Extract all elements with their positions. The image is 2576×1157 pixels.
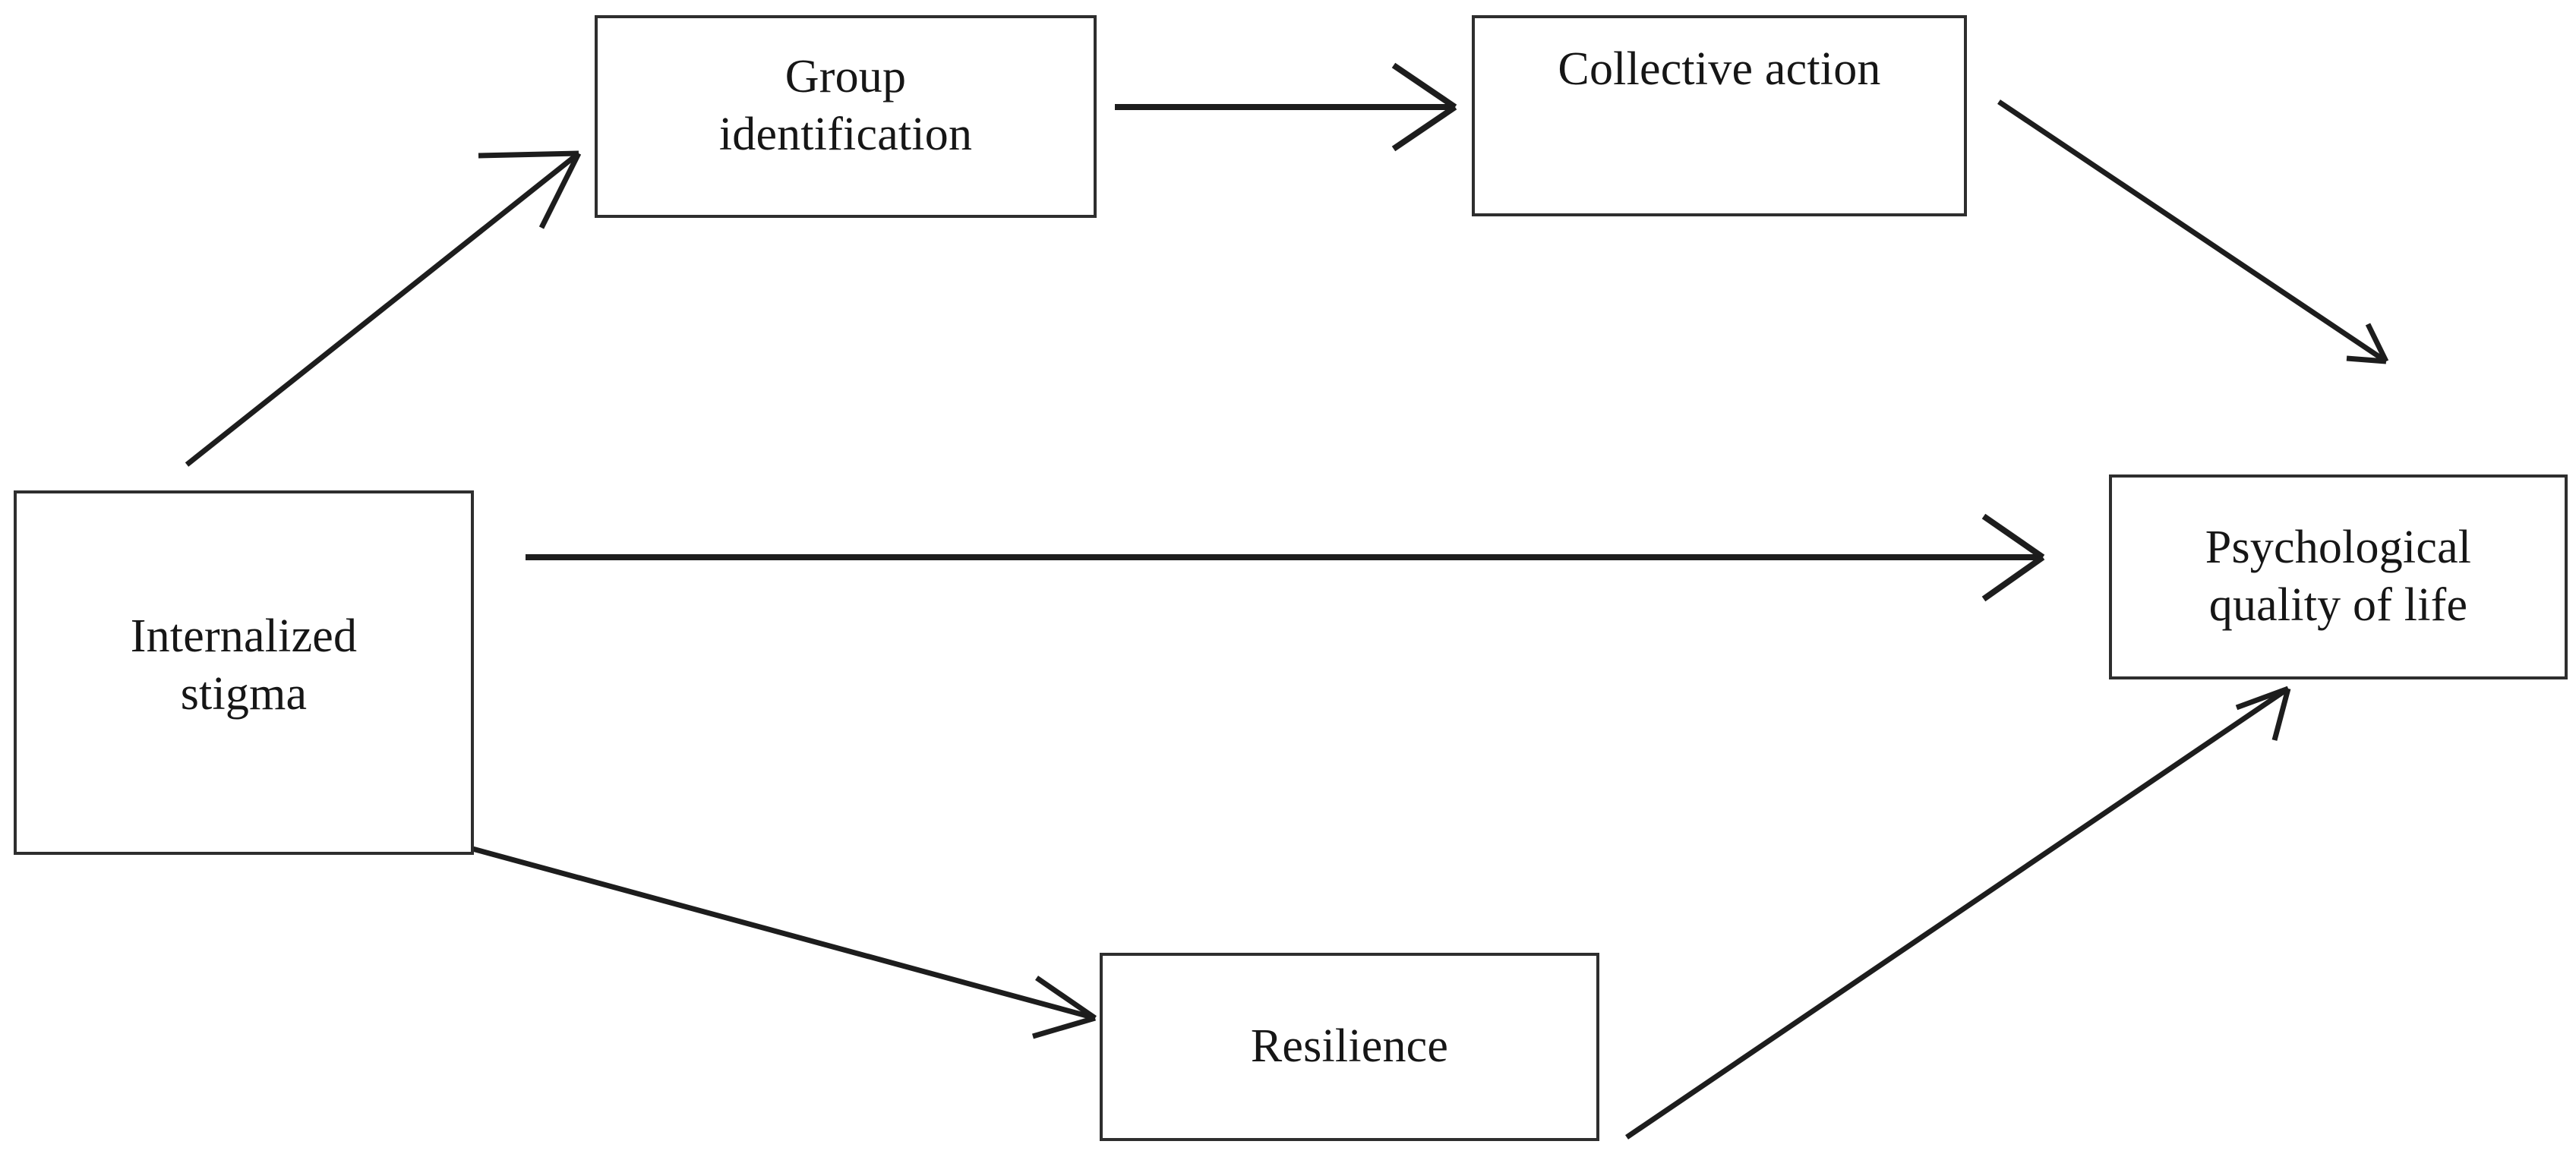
node-resilience[interactable]: Resilience: [1100, 953, 1599, 1141]
node-psychological-quality-of-life-label: Psychological quality of life: [2205, 522, 2472, 631]
node-internalized-stigma-label: Internalized stigma: [130, 610, 358, 720]
edge-group-identification-to-collective-action: [1115, 62, 1457, 152]
node-psychological-quality-of-life[interactable]: Psychological quality of life: [2109, 474, 2568, 679]
node-resilience-label: Resilience: [1250, 1020, 1449, 1073]
node-group-identification-label: Group identification: [718, 50, 973, 160]
node-group-identification[interactable]: Group identification: [595, 15, 1097, 218]
edge-collective-action-to-psychological-qol: [1997, 99, 2389, 364]
edge-stigma-to-group-identification: [185, 150, 582, 467]
edge-stigma-to-psychological-qol: [526, 513, 2045, 602]
edge-resilience-to-psychological-qol: [1625, 686, 2291, 1140]
node-collective-action[interactable]: Collective action: [1472, 15, 1967, 216]
node-internalized-stigma[interactable]: Internalized stigma: [14, 490, 474, 855]
node-collective-action-label: Collective action: [1558, 43, 1881, 95]
